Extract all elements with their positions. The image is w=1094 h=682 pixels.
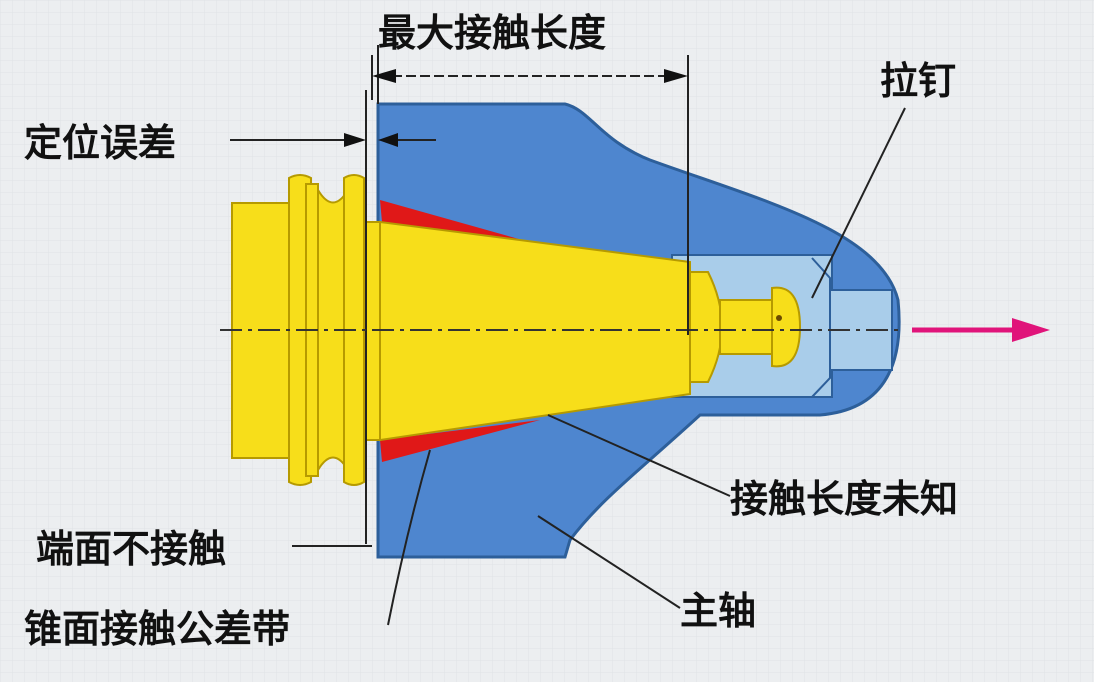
label-taper-contact-tolerance-band: 锥面接触公差带: [24, 607, 291, 651]
pull-stud-mark: [776, 315, 782, 321]
pull-stud-knob: [771, 286, 802, 368]
pull-direction-arrow-icon: [1012, 318, 1050, 342]
taper-tolerance-band-leader: [387, 449, 431, 626]
pull-stud-leader: [811, 107, 906, 299]
spindle-leader: [537, 515, 681, 609]
positioning-error-arrow-left: [344, 133, 366, 147]
label-spindle: 主轴: [680, 589, 757, 633]
label-max-contact-length: 最大接触长度: [378, 11, 607, 55]
label-pull-stud: 拉钉: [880, 59, 957, 103]
contact-length-unknown-leader: [547, 414, 731, 497]
max-contact-length-arrow-left: [372, 69, 396, 83]
max-contact-length-arrow-right: [664, 69, 688, 83]
pull-stud-neck: [719, 299, 779, 355]
label-face-no-contact: 端面不接触: [36, 527, 227, 571]
label-contact-length-unknown: 接触长度未知: [730, 477, 959, 521]
positioning-error-arrow-right: [378, 133, 398, 147]
taper-tolerance-band-top: [380, 200, 540, 245]
taper-tolerance-band-bottom: [380, 420, 540, 462]
label-positioning-error: 定位误差: [24, 121, 177, 165]
